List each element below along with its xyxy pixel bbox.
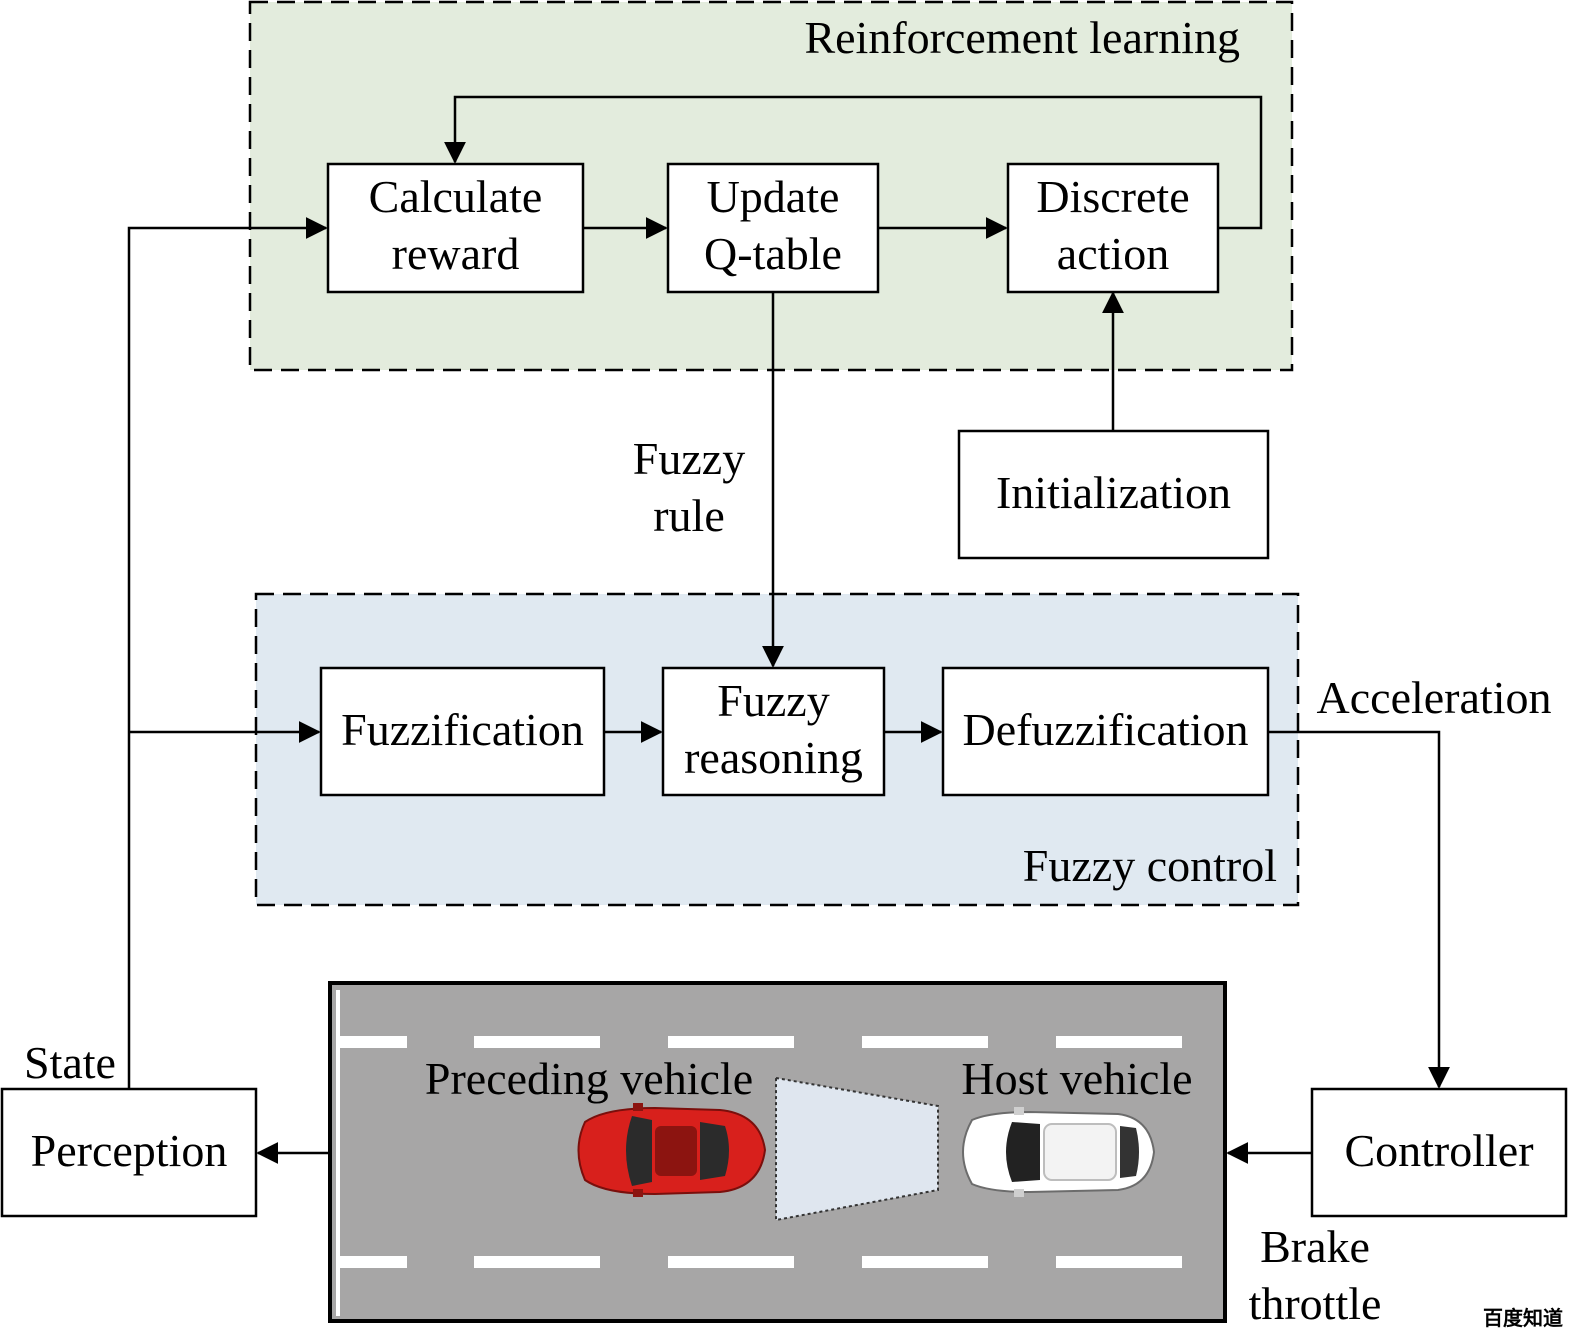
car-roof [1043,1123,1117,1181]
lane-marking [474,1256,600,1268]
update-q-table-box: Update Q-table [666,162,880,294]
fuzzy-reasoning-box: Fuzzy reasoning [661,666,886,797]
update-q-table-label-line1: Update [707,171,840,222]
watermark-logo: 百度知道 [1483,1306,1563,1330]
lane-marking [668,1256,794,1268]
lane-marking [668,1036,794,1048]
discrete-action-label-line2: action [1057,228,1169,279]
state-label: State [24,1037,116,1088]
lane-marking [340,1036,407,1048]
brake-throttle-label-line1: Brake [1260,1221,1370,1272]
fuzzy-reasoning-label-line1: Fuzzy [717,675,829,726]
perception-box: Perception [0,1087,258,1218]
car-mirror [1014,1189,1024,1197]
lane-marking [1056,1256,1182,1268]
fuzzy-reasoning-label-line2: reasoning [684,732,863,783]
acceleration-arrow [1268,730,1450,1089]
car-roof [655,1126,697,1176]
road-scene: Preceding vehicle Host vehicle [328,981,1227,1323]
calculate-reward-label-line1: Calculate [369,171,543,222]
brake-throttle-label-line2: throttle [1249,1278,1382,1329]
sensor-detection-zone [775,1076,939,1222]
defuzzification-box: Defuzzification [941,666,1270,797]
reinforcement-learning-title: Reinforcement learning [804,12,1240,63]
lane-marking [474,1036,600,1048]
calculate-reward-label-line2: reward [392,228,520,279]
discrete-action-box: Discrete action [1006,162,1220,294]
perception-label: Perception [31,1125,228,1176]
action-feedback-arrow [444,95,1263,230]
defuzzification-label: Defuzzification [962,704,1248,755]
host-vehicle-car [962,1107,1156,1197]
car-windshield [626,1116,652,1186]
fuzzy-control-title: Fuzzy control [1023,840,1277,891]
host-vehicle-label: Host vehicle [961,1053,1192,1104]
acceleration-label: Acceleration [1317,672,1552,723]
lane-marking [862,1036,988,1048]
preceding-vehicle-car [577,1103,767,1197]
lane-marking [1056,1036,1182,1048]
state-to-calculate-reward-arrow [127,217,328,1088]
fuzzification-label: Fuzzification [341,704,584,755]
initialization-label: Initialization [996,467,1231,518]
initialization-box: Initialization [957,429,1270,560]
fuzzy-rule-label-line2: rule [653,490,725,541]
fuzzification-box: Fuzzification [319,666,606,797]
lane-marking [862,1256,988,1268]
car-windshield [1006,1122,1040,1182]
controller-label: Controller [1344,1125,1533,1176]
car-mirror [633,1189,643,1197]
calculate-reward-box: Calculate reward [326,162,585,294]
discrete-action-label-line1: Discrete [1036,171,1189,222]
car-rear-window [1120,1126,1139,1178]
controller-box: Controller [1310,1087,1568,1218]
car-mirror [1014,1107,1024,1115]
car-rear-window [700,1122,729,1180]
lane-markings-bottom [340,1256,1182,1268]
preceding-vehicle-label: Preceding vehicle [425,1053,753,1104]
car-mirror [633,1103,643,1111]
lane-markings-top [340,1036,1182,1048]
update-q-table-label-line2: Q-table [704,228,842,279]
fuzzy-rule-label-line1: Fuzzy [633,433,745,484]
connectors [127,95,1450,1164]
lane-marking [340,1256,407,1268]
road-edge-line [336,990,340,1316]
